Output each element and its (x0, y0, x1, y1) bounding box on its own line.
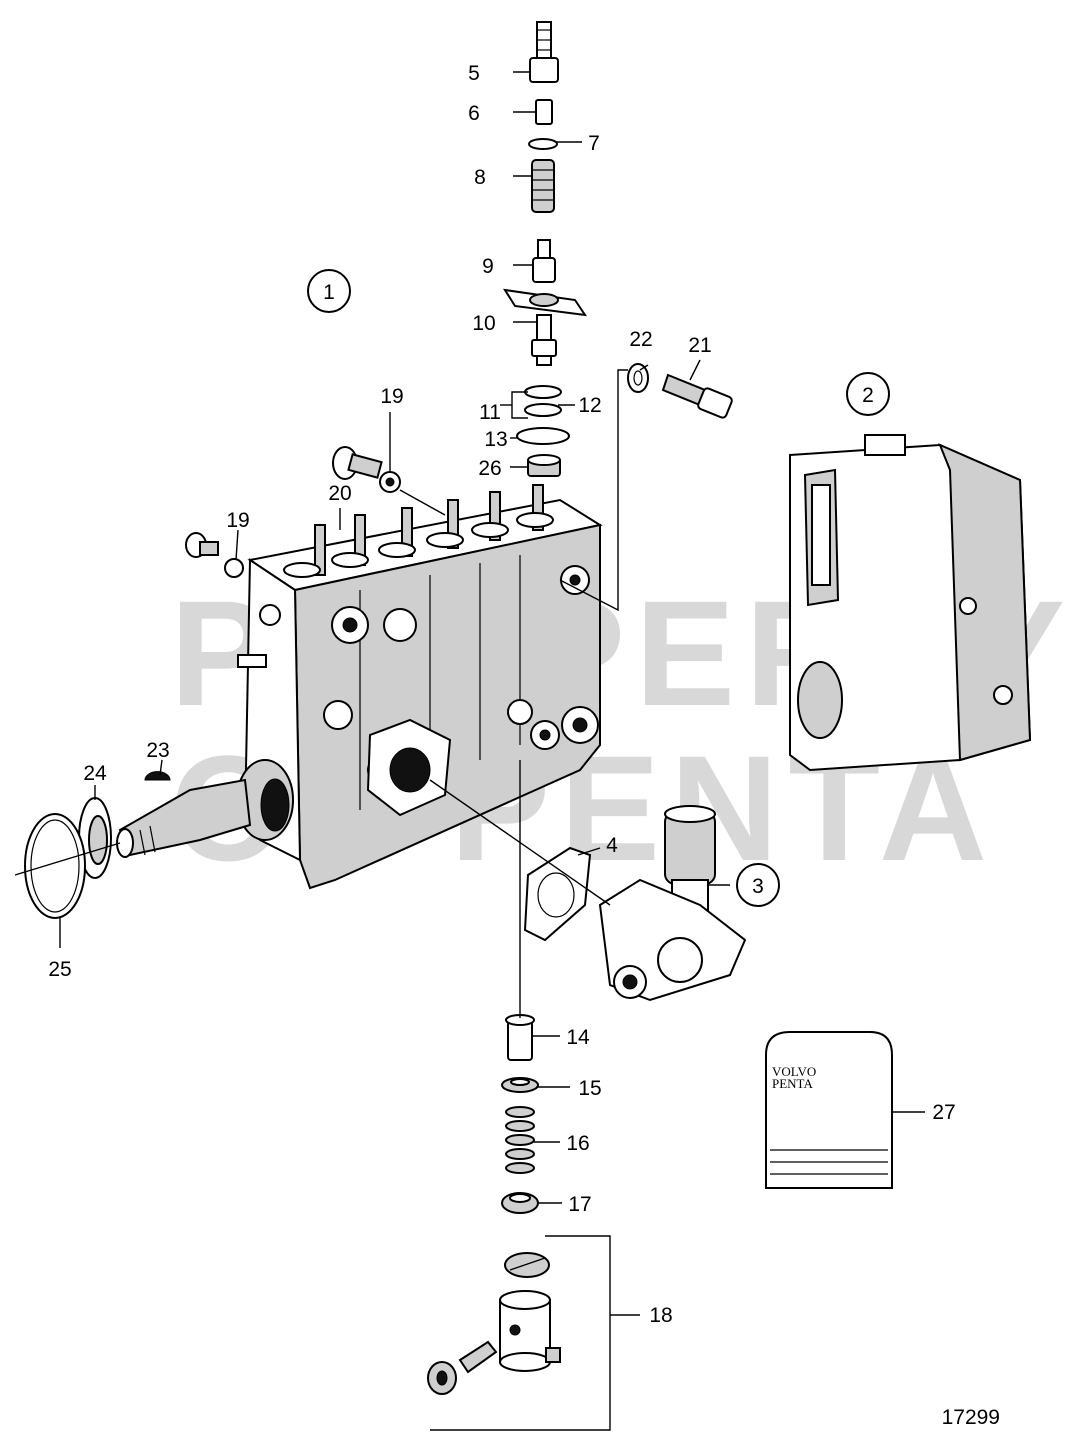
o-ring-large-part (516, 427, 570, 445)
lower-seat-part (501, 1192, 539, 1214)
washer-part (528, 138, 558, 150)
sleeve-part (527, 454, 561, 477)
callout-19-lower: 19 (226, 509, 249, 532)
circled-callout-2: 2 (846, 372, 890, 416)
callout-19-upper: 19 (380, 385, 403, 408)
camshaft-part (116, 778, 252, 858)
pump-housing-part (236, 484, 603, 890)
callout-9: 9 (482, 255, 494, 278)
callout-23: 23 (146, 739, 169, 762)
roller-tappet-kit-part (427, 1252, 561, 1395)
callout-21: 21 (688, 334, 711, 357)
delivery-valve-stack (503, 21, 588, 477)
bleed-screw-part (661, 373, 733, 419)
flange-part (503, 288, 588, 366)
plunger-spring-part (505, 1106, 535, 1174)
callout-12: 12 (578, 394, 601, 417)
tappet-part (505, 1014, 535, 1061)
callout-13: 13 (484, 428, 507, 451)
callout-16: 16 (566, 1132, 589, 1155)
valve-spring-part (531, 159, 555, 213)
delivery-valve-part (532, 239, 556, 283)
leader-lines (59, 71, 925, 1431)
manual-brand-line-1: VOLVO (772, 1064, 816, 1079)
drawing-number: 17299 (942, 1406, 1000, 1429)
feed-pump-group (523, 805, 747, 1002)
bleed-screw-assembly (627, 363, 733, 419)
callout-27: 27 (932, 1101, 955, 1124)
callout-15: 15 (578, 1077, 601, 1100)
callout-17: 17 (568, 1193, 591, 1216)
bottom-stack-group (427, 1014, 561, 1395)
feed-pump-part (598, 805, 747, 1002)
svg-text:1: 1 (323, 281, 335, 304)
drive-end-group (14, 771, 252, 919)
banjo-bolt-part (332, 446, 383, 480)
copper-washer-part (627, 363, 649, 393)
callout-25: 25 (48, 958, 71, 981)
top-bolt-group (185, 446, 401, 578)
small-washer-part (224, 558, 244, 578)
o-ring-part (524, 403, 562, 417)
callout-8: 8 (474, 166, 486, 189)
woodruff-key-part (144, 771, 171, 781)
circled-callout-3: 3 (736, 863, 780, 907)
callout-22: 22 (629, 328, 652, 351)
callout-5: 5 (468, 62, 480, 85)
callout-20: 20 (328, 482, 351, 505)
workshop-manual-part: VOLVO PENTA (765, 1031, 893, 1189)
callout-24: 24 (83, 762, 107, 785)
svg-text:3: 3 (752, 875, 764, 898)
svg-text:2: 2 (862, 384, 874, 407)
filler-piece-part (535, 99, 553, 125)
manual-brand-line-2: PENTA (772, 1076, 813, 1091)
delivery-valve-holder-part (529, 21, 559, 83)
spring-seat-part (501, 1077, 539, 1093)
o-ring-gasket-part (24, 813, 86, 919)
governor-housing-part (789, 434, 1032, 772)
gasket-part (523, 846, 592, 942)
small-bolt-part (185, 532, 219, 558)
callout-14: 14 (566, 1026, 590, 1049)
callout-11: 11 (479, 401, 501, 424)
callout-labels: 4 5 6 7 8 9 10 11 12 13 14 15 16 17 18 1… (48, 62, 955, 1327)
callout-10: 10 (472, 312, 495, 335)
callout-7: 7 (588, 132, 600, 155)
callout-26: 26 (478, 457, 501, 480)
callout-4: 4 (606, 834, 618, 857)
o-ring-part (524, 385, 562, 399)
circled-callout-1: 1 (307, 269, 351, 313)
callout-18: 18 (649, 1304, 672, 1327)
callout-6: 6 (468, 102, 480, 125)
